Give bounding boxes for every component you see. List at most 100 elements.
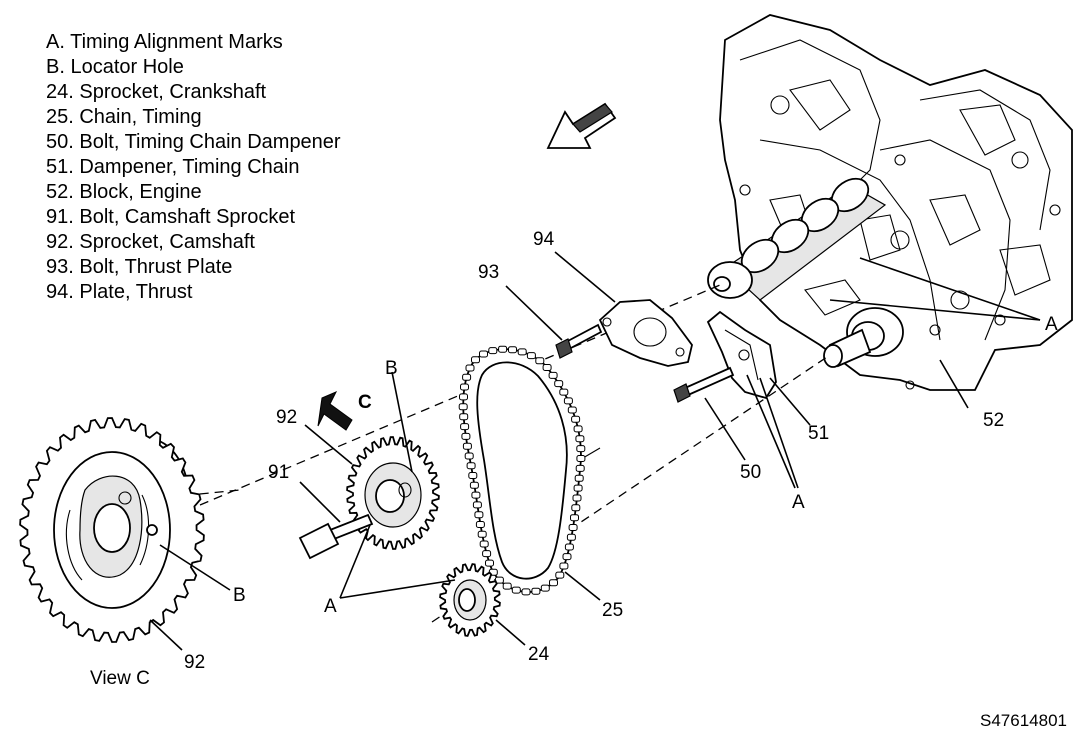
chain-dampener [706, 310, 777, 400]
view-c-label: View C [90, 668, 150, 689]
callout-24: 24 [528, 644, 550, 665]
chain-link [462, 373, 472, 381]
chain-link [575, 464, 585, 472]
legend-item: 91. Bolt, Camshaft Sprocket [46, 206, 296, 228]
callout-91: 91 [268, 462, 289, 483]
legend-item: A. Timing Alignment Marks [46, 31, 283, 53]
chain-link [477, 530, 487, 538]
callout-b-sprocket: B [385, 358, 398, 379]
chain-link [471, 491, 481, 499]
callout-c: C [358, 392, 372, 413]
legend-item: 50. Bolt, Timing Chain Dampener [46, 131, 341, 153]
chain-link [564, 543, 574, 551]
chain-link [573, 425, 583, 433]
legend-item: 92. Sprocket, Camshaft [46, 231, 255, 253]
chain-link [471, 356, 480, 364]
chain-link [571, 415, 581, 423]
callout-a-bottom-mid: A [792, 492, 805, 513]
callout-a-right: A [1045, 314, 1058, 335]
callout-94: 94 [533, 229, 555, 250]
filled-arrow-icon [317, 391, 353, 431]
thrust-plate [598, 299, 693, 367]
chain-link [548, 371, 558, 379]
chain-link [475, 521, 485, 528]
chain-link [459, 413, 469, 421]
chain-link [508, 346, 517, 354]
crankshaft-sprocket [439, 563, 501, 637]
chain-link [576, 445, 586, 453]
chain-link [570, 514, 579, 522]
chain-link [555, 571, 565, 579]
chain-link [559, 562, 569, 570]
chain-link [465, 364, 475, 372]
chain-link [571, 504, 581, 512]
chain-link [517, 348, 527, 356]
engine-block [719, 14, 1073, 391]
chain-link [458, 403, 468, 411]
legend-item: 25. Chain, Timing [46, 106, 202, 128]
chain-link [526, 352, 536, 360]
callout-b-view: B [233, 585, 246, 606]
chain-link [472, 501, 482, 509]
chain-link [554, 380, 564, 388]
timing-chain [458, 345, 586, 596]
camshaft-sprocket [346, 436, 440, 550]
legend-item: 93. Bolt, Thrust Plate [46, 256, 233, 278]
callout-25: 25 [602, 600, 623, 621]
chain-link [494, 576, 504, 584]
chain-link [535, 357, 545, 365]
callout-50: 50 [740, 462, 761, 483]
callout-labels: 94 93 B C 92 91 A 52 51 50 A A 25 24 B 9… [90, 229, 1067, 730]
camshaft [707, 177, 887, 301]
parts-legend: A. Timing Alignment Marks B. Locator Hole… [46, 30, 341, 305]
chain-link [502, 582, 512, 590]
thrust-plate-bolt [555, 323, 603, 359]
callout-93: 93 [478, 262, 499, 283]
leader-lines [149, 251, 1041, 651]
chain-link [572, 494, 582, 502]
chain-link [568, 524, 578, 531]
chain-link [464, 452, 474, 460]
legend-item: 51. Dampener, Timing Chain [46, 156, 300, 178]
chain-link [575, 435, 585, 443]
outline-arrow-icon [546, 102, 617, 149]
chain-link [479, 540, 489, 548]
callout-a-bottom-left: A [324, 596, 337, 617]
chain-link [559, 388, 569, 396]
callout-92-top: 92 [276, 407, 297, 428]
chain-link [461, 432, 471, 440]
chain-link [531, 587, 541, 595]
chain-link [573, 484, 583, 492]
chain-link [542, 364, 552, 371]
camshaft-sprocket-bolt [298, 513, 374, 560]
callout-92-view: 92 [184, 652, 205, 673]
legend-item: 24. Sprocket, Crankshaft [46, 81, 267, 103]
chain-link [511, 586, 521, 594]
crankshaft-nose [823, 307, 904, 368]
chain-link [498, 345, 508, 353]
legend-item: B. Locator Hole [46, 56, 184, 78]
chain-link [574, 474, 584, 482]
chain-link [562, 553, 572, 561]
chain-link [488, 347, 498, 355]
chain-link [460, 383, 469, 391]
chain-link [563, 397, 573, 405]
figure-id: S47614801 [980, 711, 1067, 730]
chain-link [576, 455, 586, 462]
chain-link [469, 481, 479, 489]
chain-link [567, 406, 577, 414]
legend-item: 52. Block, Engine [46, 181, 202, 203]
callout-52: 52 [983, 410, 1004, 431]
chain-link [459, 393, 468, 401]
chain-link [549, 579, 558, 587]
chain-link [521, 588, 531, 596]
chain-link [468, 472, 478, 479]
chain-link [540, 584, 550, 592]
chain-link [479, 350, 488, 358]
chain-link [462, 442, 472, 450]
chain-link [566, 533, 576, 541]
dampener-bolt [673, 366, 735, 403]
chain-link [474, 511, 484, 519]
legend-item: 94. Plate, Thrust [46, 281, 193, 303]
